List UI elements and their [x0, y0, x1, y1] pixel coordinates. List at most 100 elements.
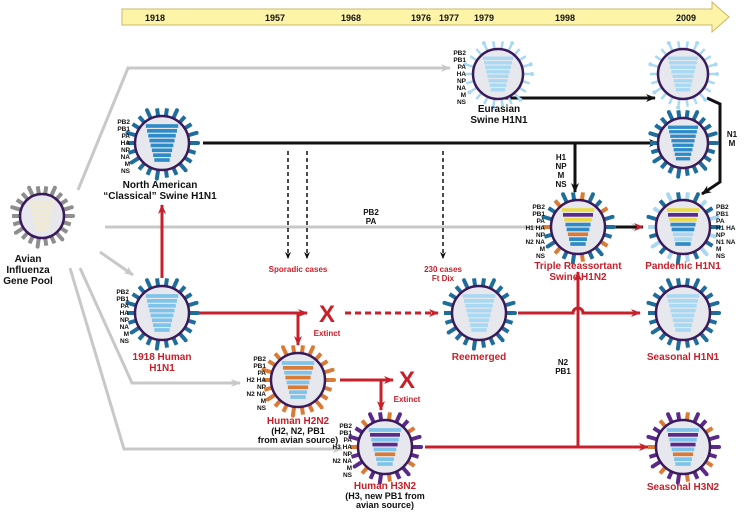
spike-tip: [290, 413, 295, 418]
spike: [505, 318, 514, 325]
pb2-pa-label-2: PA: [366, 217, 377, 226]
spike-tip: [675, 260, 680, 265]
spike: [281, 347, 289, 356]
virus-envelope: [654, 198, 712, 256]
spike-tip: [715, 214, 720, 219]
spike: [15, 198, 24, 206]
spike: [188, 131, 197, 138]
spike: [691, 165, 699, 174]
spike: [483, 43, 489, 51]
spike: [401, 466, 410, 475]
spike: [145, 167, 153, 176]
rna-segment: [570, 242, 586, 246]
spike: [145, 110, 153, 119]
spike-tip: [352, 464, 357, 469]
rna-segment: [377, 462, 393, 466]
rna-segment: [148, 303, 176, 308]
spike: [587, 251, 595, 260]
spike-tip: [194, 130, 199, 135]
human-flows: [158, 204, 649, 451]
spike: [387, 412, 392, 420]
spike: [20, 192, 29, 200]
rna-segment: [464, 299, 494, 303]
spike: [492, 41, 496, 49]
ftdix-label-1: 230 cases: [424, 265, 462, 274]
spike: [314, 352, 323, 361]
spike: [281, 404, 289, 413]
spike: [492, 99, 496, 107]
segment-label: NP: [716, 232, 726, 239]
spike: [676, 340, 681, 348]
spike-tip: [154, 176, 159, 181]
rna-segment: [284, 370, 312, 375]
segment-label: H1 HA: [716, 225, 736, 232]
rna-segment: [465, 303, 493, 308]
spike: [692, 414, 700, 423]
spike-tip: [35, 244, 40, 249]
year-1976: 1976: [411, 13, 431, 23]
segment-label: NS: [457, 99, 467, 106]
spike: [20, 232, 29, 240]
rna-segment: [561, 208, 595, 212]
spike: [507, 97, 513, 105]
segment-label: M: [461, 92, 466, 99]
spike: [300, 407, 305, 415]
spike-tip: [590, 192, 595, 197]
rna-segment: [569, 237, 587, 241]
spike: [273, 399, 282, 408]
spike-tip: [545, 244, 550, 249]
spike: [307, 404, 315, 413]
spike: [127, 148, 136, 155]
rna-segment: [148, 133, 176, 138]
spike-tip: [610, 214, 615, 219]
spike: [685, 192, 690, 200]
rna-segment: [563, 213, 593, 217]
spike: [127, 301, 136, 308]
spike: [587, 194, 595, 203]
spike: [685, 474, 690, 482]
spike: [454, 285, 463, 294]
spike: [705, 326, 714, 334]
spike-tip: [676, 105, 681, 110]
spike: [368, 414, 376, 423]
annotations: Sporadic cases 230 cases Ft Dix PB2 PA H…: [269, 130, 738, 376]
spike-tip: [332, 378, 336, 382]
rna-segment: [468, 318, 490, 323]
spike: [475, 48, 482, 56]
spike: [155, 108, 160, 116]
seasonal-h3n2-label: Seasonal H3N2: [647, 482, 720, 493]
rna-segment: [30, 208, 54, 212]
spike: [705, 292, 714, 300]
spike-tip: [650, 330, 655, 335]
segment-label: N2 NA: [332, 458, 352, 465]
spike: [698, 161, 707, 170]
segment-label: HA: [457, 71, 467, 78]
spike: [543, 232, 552, 239]
spike: [55, 192, 64, 200]
spike: [164, 108, 169, 116]
arrow-eurasian-to-pandemic: [701, 96, 722, 196]
spike: [699, 466, 708, 475]
h2n2-label: Human H2N2: [267, 416, 330, 427]
virus-seasonal-h3n2: [646, 412, 721, 485]
spike-tip: [60, 237, 65, 242]
spike-tip: [310, 345, 315, 350]
segment-label: NP: [257, 384, 267, 391]
spike: [709, 215, 718, 222]
spike-tip: [52, 185, 57, 190]
spike-tip: [27, 185, 32, 190]
spike: [49, 236, 57, 245]
spike: [514, 48, 521, 56]
spike: [685, 340, 690, 348]
spike-tip: [481, 41, 486, 46]
rna-segment: [154, 158, 170, 162]
spike: [547, 240, 556, 248]
spike: [547, 206, 556, 214]
spike: [307, 347, 315, 356]
spike: [137, 332, 146, 341]
segment-label: NP: [536, 232, 546, 239]
rna-segment: [31, 212, 53, 216]
spike-tip: [612, 225, 616, 229]
spike: [677, 41, 681, 49]
